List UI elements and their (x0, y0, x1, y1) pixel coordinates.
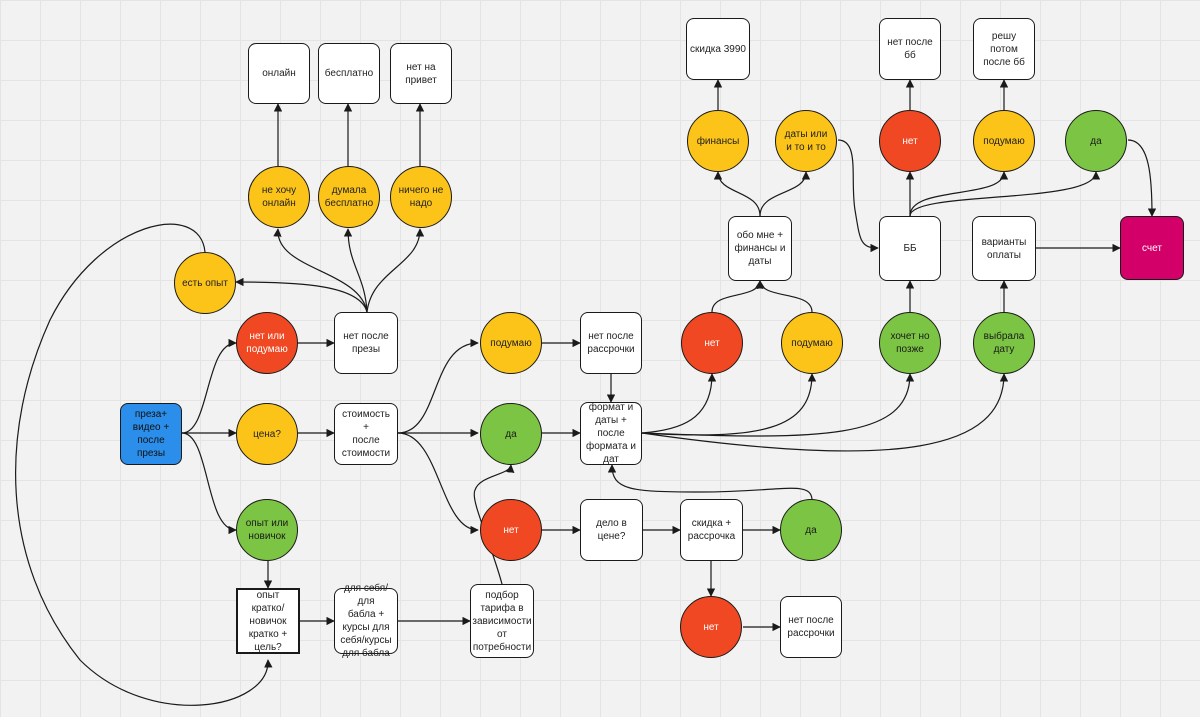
experience-short-node[interactable]: опыт кратко/ новичок кратко + цель? (236, 588, 300, 654)
no-or-think-node[interactable]: нет или подумаю (236, 312, 298, 374)
online-node[interactable]: онлайн (248, 43, 310, 104)
price-matter-node[interactable]: дело в цене? (580, 499, 643, 561)
free-node[interactable]: бесплатно (318, 43, 380, 104)
edge-no3-aboutme (711, 280, 764, 313)
edge-cost-think1 (397, 338, 479, 434)
edge-aboutme-finances (713, 171, 761, 217)
think-node-1[interactable]: подумаю (480, 312, 542, 374)
cost-after-cost-node[interactable]: стоимость + после стоимости (334, 403, 398, 465)
invoice-node[interactable]: счет (1120, 216, 1184, 280)
price-question-node[interactable]: цена? (236, 403, 298, 465)
bb-node[interactable]: ББ (879, 216, 941, 281)
edge-yes2-format (607, 464, 813, 500)
edge-start-exp (181, 432, 237, 535)
edge-bb-yes3 (909, 171, 1101, 217)
has-experience-node[interactable]: есть опыт (174, 252, 236, 314)
after-installment-node[interactable]: нет после рассрочки (580, 312, 642, 374)
no-node-3[interactable]: нет (681, 312, 743, 374)
self-or-money-node[interactable]: для себя/для бабла + курсы для себя/курс… (334, 583, 398, 659)
edge-format-no3 (641, 373, 717, 434)
nothing-needed-node[interactable]: ничего не надо (390, 166, 452, 228)
payment-options-node[interactable]: варианты оплаты (972, 216, 1036, 281)
edge-aboutme-dates (759, 171, 811, 217)
wants-later-node[interactable]: хочет но позже (879, 312, 941, 374)
about-me-node[interactable]: обо мне + финансы и даты (728, 216, 792, 281)
after-installment-node-2[interactable]: нет после рассрочки (780, 596, 842, 658)
edge-format-think2 (641, 373, 817, 436)
finances-node[interactable]: финансы (687, 110, 749, 172)
no-node-1[interactable]: нет (480, 499, 542, 561)
tariff-selection-node[interactable]: подбор тарифа в зависимости от потребнос… (470, 584, 534, 658)
dont-want-online-node[interactable]: не хочу онлайн (248, 166, 310, 228)
after-bb-node[interactable]: нет после бб (879, 18, 941, 80)
yes-node-2[interactable]: да (780, 499, 842, 561)
experience-or-newbie-node[interactable]: опыт или новичок (236, 499, 298, 561)
no-node-4[interactable]: нет (879, 110, 941, 172)
edge-dates-bb (837, 139, 879, 253)
after-presentation-node[interactable]: нет после презы (334, 312, 398, 374)
format-dates-node[interactable]: формат и даты + после формата и дат (580, 402, 642, 465)
edge-start-no (181, 338, 237, 434)
think-node-2[interactable]: подумаю (781, 312, 843, 374)
edge-afterprez-hasexp (235, 277, 368, 313)
edge-think2-aboutme (756, 280, 813, 313)
edge-format-chosedate (641, 373, 1009, 452)
think-node-3[interactable]: подумаю (973, 110, 1035, 172)
thought-free-node[interactable]: думала бесплатно (318, 166, 380, 228)
edge-afterprez-nothing (366, 228, 425, 313)
discount-3990-node[interactable]: скидка 3990 (686, 18, 750, 80)
edge-afterprez-free (343, 228, 368, 313)
start-node[interactable]: преза+ видео + после презы (120, 403, 182, 465)
decide-later-node[interactable]: решу потом после бб (973, 18, 1035, 80)
discount-installment-node[interactable]: скидка + рассрочка (680, 499, 743, 561)
edge-yes3-invoice (1127, 139, 1157, 217)
edge-format-wantslater (641, 373, 915, 437)
edge-cost-no1 (397, 432, 479, 535)
edge-bb-think3 (909, 171, 1009, 217)
edge-hasexp-expshort (15, 223, 273, 706)
yes-node-3[interactable]: да (1065, 110, 1127, 172)
yes-node-1[interactable]: да (480, 403, 542, 465)
no-hello-node[interactable]: нет на привет (390, 43, 452, 104)
edge-afterprez-dontwant (273, 228, 368, 313)
dates-or-node[interactable]: даты или и то и то (775, 110, 837, 172)
chose-date-node[interactable]: выбрала дату (973, 312, 1035, 374)
no-node-2[interactable]: нет (680, 596, 742, 658)
